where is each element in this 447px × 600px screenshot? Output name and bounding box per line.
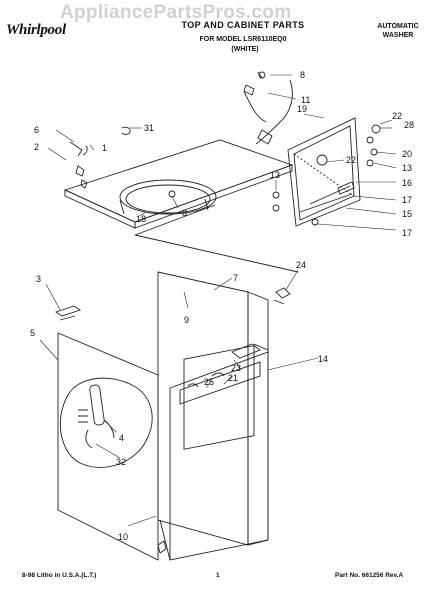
callout-13-a: 13	[402, 163, 412, 173]
callout-25: 25	[204, 377, 214, 387]
callout-19: 19	[297, 104, 307, 114]
callout-18: 18	[136, 214, 146, 224]
callout-5: 5	[30, 328, 35, 338]
callout-20: 20	[402, 149, 412, 159]
model-line: FOR MODEL LSR6110EQ0	[199, 36, 287, 43]
callout-16: 16	[402, 178, 412, 188]
washer-lid	[287, 117, 361, 227]
watermark: AppliancePartsPros.com	[60, 2, 292, 23]
callout-15: 15	[402, 209, 412, 219]
callout-21: 21	[228, 373, 238, 383]
color-code: (WHITE)	[231, 46, 259, 53]
callout-8-mid: 8	[182, 208, 187, 218]
top-panel	[63, 139, 299, 273]
callout-9: 9	[184, 315, 189, 325]
footer-page-number: 1	[216, 572, 220, 579]
console-bracket	[187, 343, 269, 388]
callout-23: 23	[231, 363, 241, 373]
callout-17-b: 17	[402, 228, 412, 238]
callout-14: 14	[318, 354, 328, 364]
callout-4: 4	[119, 433, 124, 443]
appliance-type-line1: AUTOMATIC	[377, 23, 419, 30]
callout-8-top: 8	[300, 70, 305, 80]
wire-harness	[243, 71, 293, 145]
footer-litho: 8-98 Litho in U.S.A.(L.T.)	[22, 572, 97, 579]
callout-32: 32	[116, 457, 126, 467]
brand-logo: Whirlpool	[6, 22, 66, 38]
top-clips	[69, 126, 131, 189]
callout-6: 6	[34, 125, 39, 135]
callout-17-a: 17	[402, 195, 412, 205]
cabinet	[157, 271, 269, 561]
callout-28: 28	[404, 120, 414, 130]
component-detail-bubble	[59, 377, 153, 468]
callout-2: 2	[34, 142, 39, 152]
callout-10: 10	[118, 532, 128, 542]
callout-numbers: 8 11 19 22 28 6 31 1 2 22 20 13 16 17 18…	[30, 70, 414, 542]
lid-hardware	[258, 71, 381, 226]
appliance-type: AUTOMATIC WASHER	[368, 22, 428, 40]
side-panel	[54, 305, 159, 561]
diagram-title: TOP AND CABINET PARTS	[181, 20, 305, 30]
footer-part-number: Part No. 661256 Rev.A	[335, 572, 404, 579]
callout-7: 7	[233, 273, 238, 283]
callout-31: 31	[144, 123, 154, 133]
callout-11: 11	[301, 95, 310, 105]
callout-22-b: 22	[346, 155, 356, 165]
callout-13-b: 13	[270, 170, 280, 180]
callout-22-a: 22	[392, 111, 402, 121]
cabinet-clip	[273, 287, 291, 305]
appliance-type-line2: WASHER	[382, 32, 414, 39]
leader-lines	[39, 74, 397, 527]
callout-3: 3	[36, 274, 41, 284]
callout-24: 24	[296, 260, 306, 270]
callout-1: 1	[102, 143, 107, 153]
